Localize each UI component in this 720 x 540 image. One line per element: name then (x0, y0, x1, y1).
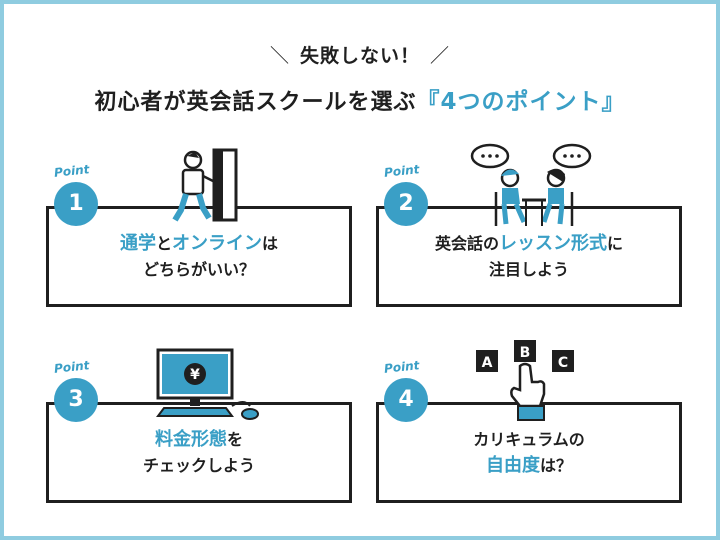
point-card-2: 英会話のレッスン形式に 注目しよう (376, 206, 682, 307)
point-4-badge: 4 (384, 378, 428, 422)
point-3-badge: 3 (54, 378, 98, 422)
point-4-highlight-1: 自由度 (485, 455, 540, 476)
point-card-3: 料金形態を チェックしよう (46, 402, 352, 503)
point-card-4: カリキュラムの 自由度は？ (376, 402, 682, 503)
point-1-text: 通学とオンラインは どちらがいい？ (49, 231, 349, 283)
point-4-text-1: は？ (539, 456, 572, 475)
door-person-icon (172, 148, 238, 222)
point-4-text: カリキュラムの 自由度は？ (379, 427, 679, 479)
point-1-label: Point (53, 162, 91, 180)
computer-yen-icon: ¥ (156, 348, 259, 420)
hand-choice-icon: A B C (476, 340, 574, 421)
title-accent: 『4つのポイント』 (416, 89, 626, 115)
point-card-1: 通学とオンラインは どちらがいい？ (46, 206, 352, 307)
point-4-line-1: カリキュラムの (473, 430, 585, 449)
point-3-line-2: チェックしよう (142, 456, 255, 475)
header: ＼ 失敗しない！ ／ 初心者が英会話スクールを選ぶ『4つのポイント』 (4, 4, 716, 124)
point-3-text-1: を (226, 430, 243, 449)
point-3-highlight-1: 料金形態 (154, 429, 227, 450)
choice-a: A (482, 355, 493, 371)
point-1-text-2: は (262, 234, 279, 253)
slash-right: ／ (430, 45, 451, 67)
choice-c: C (558, 355, 568, 371)
point-2-text-1: 英会話の (434, 234, 499, 253)
point-2-highlight-1: レッスン形式 (499, 233, 607, 254)
choice-b: B (520, 345, 531, 361)
subtitle: ＼ 失敗しない！ ／ (4, 41, 716, 68)
title-main: 初心者が英会話スクールを選ぶ (94, 90, 417, 115)
point-2-text: 英会話のレッスン形式に 注目しよう (379, 231, 679, 283)
conversation-icon (470, 143, 592, 226)
point-4-label: Point (383, 358, 421, 376)
point-2-text-2: に (607, 234, 624, 253)
point-3-label: Point (53, 358, 91, 376)
point-1-highlight-2: オンライン (172, 233, 262, 254)
point-1-line-2: どちらがいい？ (142, 260, 255, 279)
point-3-text: 料金形態を チェックしよう (49, 427, 349, 479)
point-2-label: Point (383, 162, 421, 180)
slash-left: ＼ (269, 45, 290, 67)
yen-symbol: ¥ (190, 367, 200, 383)
point-1-text-1: と (155, 234, 172, 253)
subtitle-text: 失敗しない！ (299, 45, 420, 67)
point-2-badge: 2 (384, 182, 428, 226)
point-1-badge: 1 (54, 182, 98, 226)
point-2-line-2: 注目しよう (488, 260, 569, 279)
page-title: 初心者が英会話スクールを選ぶ『4つのポイント』 (4, 82, 716, 116)
point-1-highlight-1: 通学 (119, 233, 156, 254)
